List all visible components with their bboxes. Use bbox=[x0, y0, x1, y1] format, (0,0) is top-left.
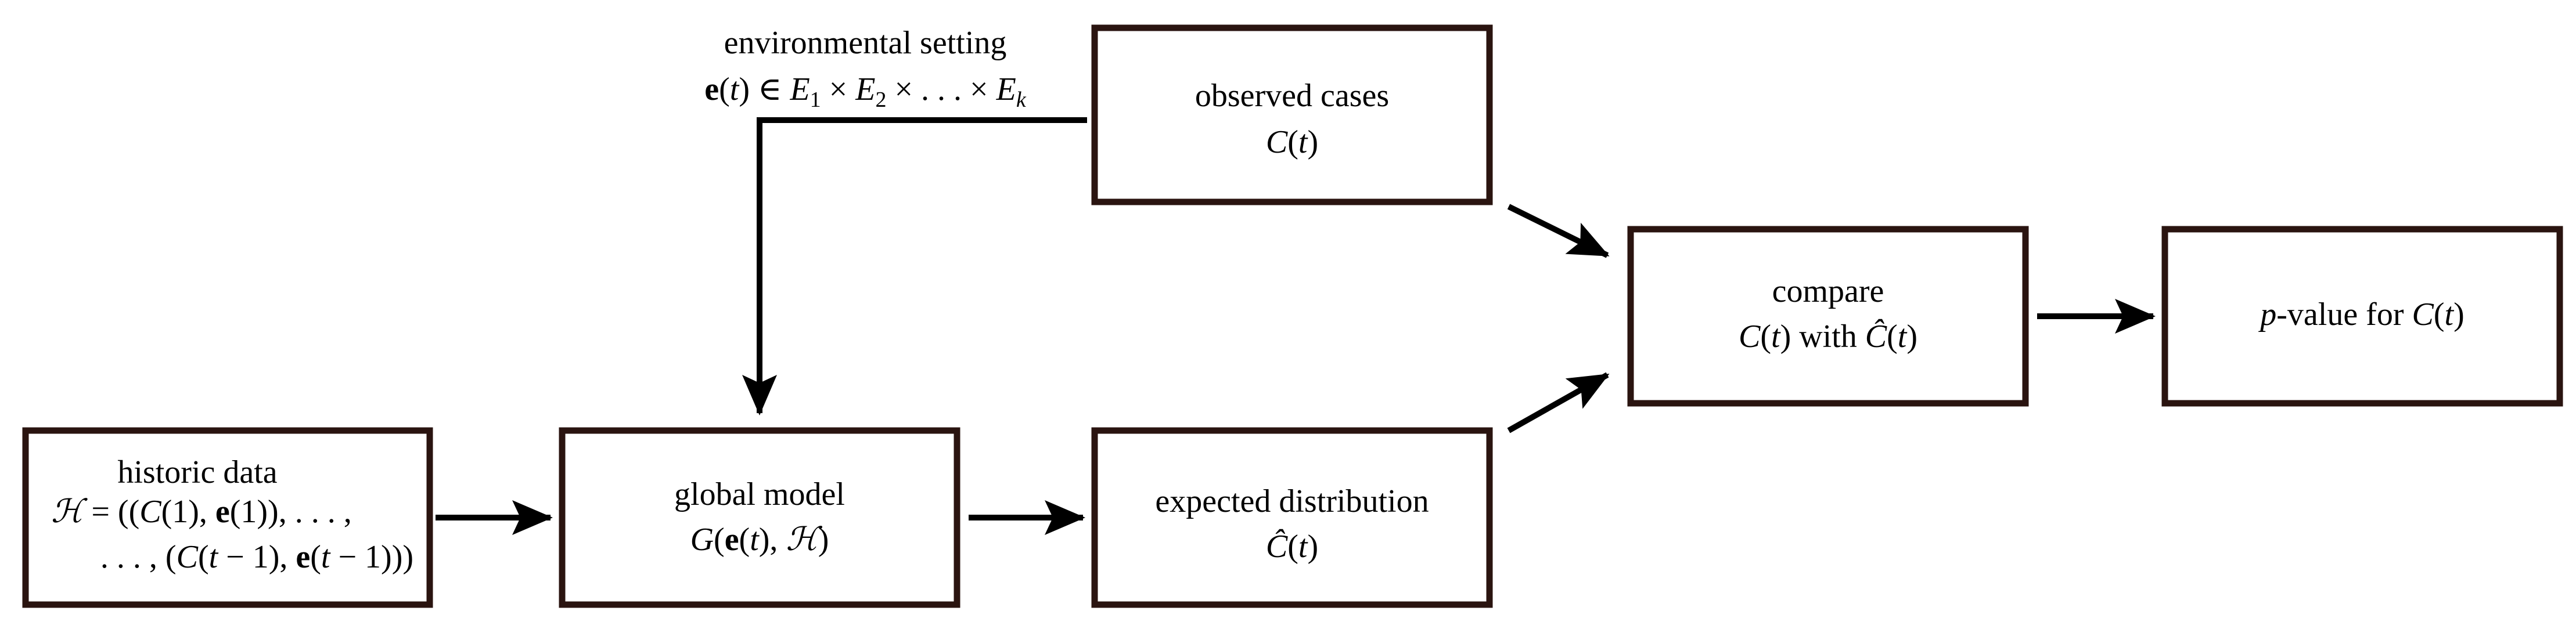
arrow-expected-to-compare bbox=[1507, 372, 1610, 433]
observed-cases-node: observed cases C(t) bbox=[1091, 24, 1493, 205]
p-value-node: p-value for C(t) bbox=[2161, 226, 2563, 407]
expected-distribution-box bbox=[1091, 427, 1493, 608]
compare-box bbox=[1627, 226, 2029, 407]
historic-data-line1: ℋ = ((C(1), e(1)), . . . , bbox=[51, 494, 352, 530]
global-model-box bbox=[559, 427, 960, 608]
global-model-formula: G(e(t), ℋ) bbox=[690, 522, 829, 558]
global-model-node: global model G(e(t), ℋ) bbox=[559, 427, 960, 608]
historic-data-title: historic data bbox=[117, 454, 277, 490]
observed-cases-title: observed cases bbox=[1195, 78, 1389, 114]
compare-node: compare C(t) with Ĉ(t) bbox=[1627, 226, 2029, 407]
global-model-title: global model bbox=[674, 476, 845, 512]
expected-distribution-formula: Ĉ(t) bbox=[1266, 529, 1318, 565]
historic-data-node: historic data ℋ = ((C(1), e(1)), . . . ,… bbox=[22, 427, 433, 608]
expected-distribution-title: expected distribution bbox=[1155, 483, 1429, 519]
environmental-setting-title: environmental setting bbox=[724, 25, 1007, 61]
arrow-environment-to-global-model bbox=[742, 117, 1087, 415]
arrow-observed-to-compare bbox=[1507, 204, 1610, 258]
p-value-title: p-value for C(t) bbox=[2258, 297, 2464, 332]
environmental-setting-formula: e(t) ∈ E1 × E2 × . . . × Ek bbox=[704, 71, 1027, 112]
compare-title: compare bbox=[1772, 273, 1884, 309]
historic-data-box bbox=[22, 427, 433, 608]
compare-formula: C(t) with Ĉ(t) bbox=[1739, 319, 1917, 355]
environmental-setting-node: environmental setting e(t) ∈ E1 × E2 × .… bbox=[704, 25, 1027, 112]
historic-data-line2: . . . , (C(t − 1), e(t − 1))) bbox=[100, 539, 413, 575]
p-value-box bbox=[2161, 226, 2563, 407]
expected-distribution-node: expected distribution Ĉ(t) bbox=[1091, 427, 1493, 608]
observed-cases-formula: C(t) bbox=[1266, 124, 1318, 160]
observed-cases-box bbox=[1091, 24, 1493, 205]
